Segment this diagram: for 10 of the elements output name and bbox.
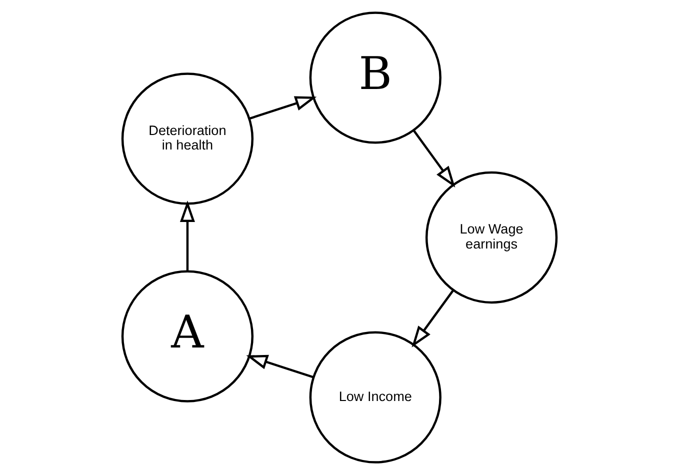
node-circle: Low Wage earnings [425,171,558,304]
arrow [249,96,317,120]
node-circle: B [309,12,442,144]
node-circle: Low Income [309,331,442,464]
arrow [180,200,195,272]
node-circle: A [121,270,254,402]
arrow [412,130,456,188]
arrow [246,354,314,378]
node-circle: Deterioration in health [121,72,254,205]
arrow [412,290,454,348]
